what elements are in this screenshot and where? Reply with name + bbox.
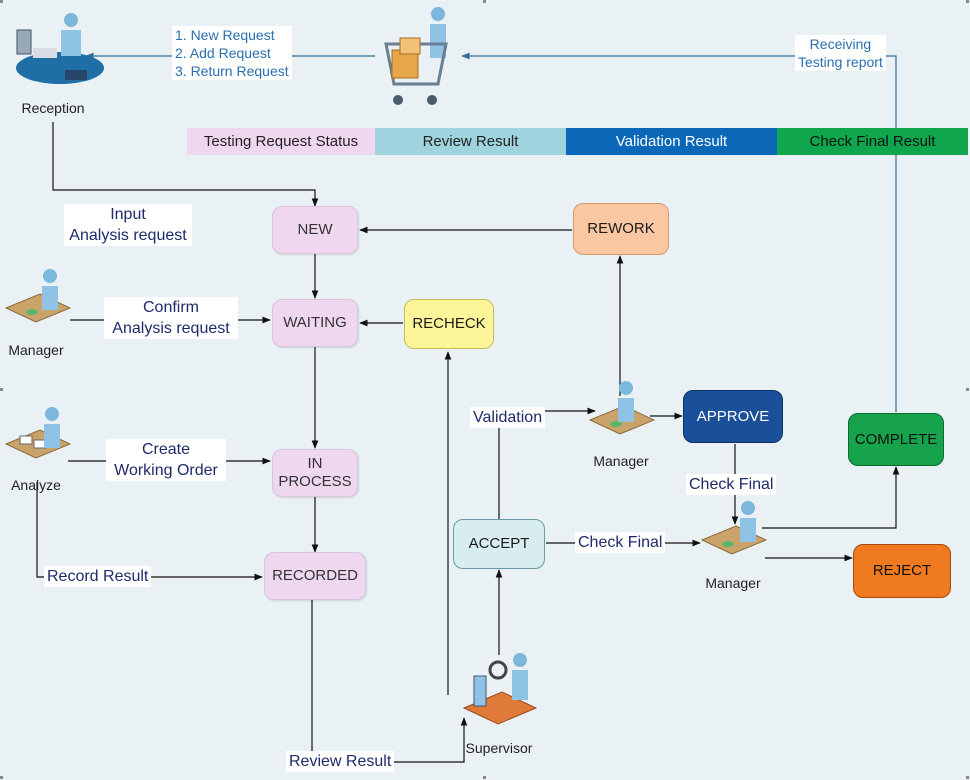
label-validation: Validation	[470, 407, 546, 428]
request-types-label: 1. New Request 2. Add Request 3. Return …	[172, 26, 292, 80]
corner-tick	[0, 0, 3, 3]
label-review-result: Review Result	[286, 751, 395, 772]
manager-left-caption: Manager	[8, 342, 64, 358]
corner-tick	[966, 776, 969, 779]
analyze-caption: Analyze	[11, 477, 61, 493]
label-check-final-approve: Check Final	[686, 474, 777, 495]
line-complete-to-cart	[461, 52, 897, 412]
reception-icon	[5, 10, 105, 100]
line-manager-to-complete	[762, 466, 900, 529]
corner-tick	[483, 0, 486, 3]
node-reject: REJECT	[853, 544, 951, 598]
label-create-working-order: Create Working Order	[106, 439, 226, 481]
manager-center-caption: Manager	[593, 453, 649, 469]
corner-tick	[966, 388, 969, 391]
label-record-result: Record Result	[44, 566, 152, 587]
corner-tick	[483, 776, 486, 779]
corner-tick	[0, 388, 3, 391]
node-recheck: RECHECK	[404, 299, 494, 349]
status-in-process: IN PROCESS	[272, 449, 358, 497]
band-testing-request-status: Testing Request Status	[187, 128, 375, 155]
status-waiting: WAITING	[272, 299, 358, 347]
line-analyze-to-recorded	[36, 482, 263, 581]
label-check-final-accept: Check Final	[575, 532, 666, 553]
band-review-result: Review Result	[375, 128, 566, 155]
node-approve: APPROVE	[683, 390, 783, 443]
band-check-final-result: Check Final Result	[777, 128, 968, 155]
node-complete: COMPLETE	[848, 413, 944, 466]
band-validation-result: Validation Result	[566, 128, 777, 155]
analyze-icon	[2, 404, 72, 476]
manager-right-icon	[698, 498, 768, 570]
supervisor-caption: Supervisor	[465, 740, 533, 756]
status-new: NEW	[272, 206, 358, 254]
label-confirm-analysis-request: Confirm Analysis request	[104, 297, 238, 339]
manager-center-icon	[586, 378, 656, 450]
manager-right-caption: Manager	[705, 575, 761, 591]
status-recorded: RECORDED	[264, 552, 366, 600]
receiving-report-label: Receiving Testing report	[795, 35, 886, 71]
label-input-analysis-request: Input Analysis request	[64, 204, 192, 246]
node-rework: REWORK	[573, 203, 669, 255]
reception-caption: Reception	[21, 100, 85, 116]
line-recorded-to-supervisor	[311, 600, 468, 763]
shopping-cart-icon	[378, 4, 464, 108]
supervisor-icon	[460, 652, 540, 736]
corner-tick	[0, 776, 3, 779]
manager-left-icon	[2, 266, 72, 338]
corner-tick	[966, 0, 969, 3]
line-reception-to-new	[52, 122, 319, 207]
node-accept: ACCEPT	[453, 519, 545, 569]
